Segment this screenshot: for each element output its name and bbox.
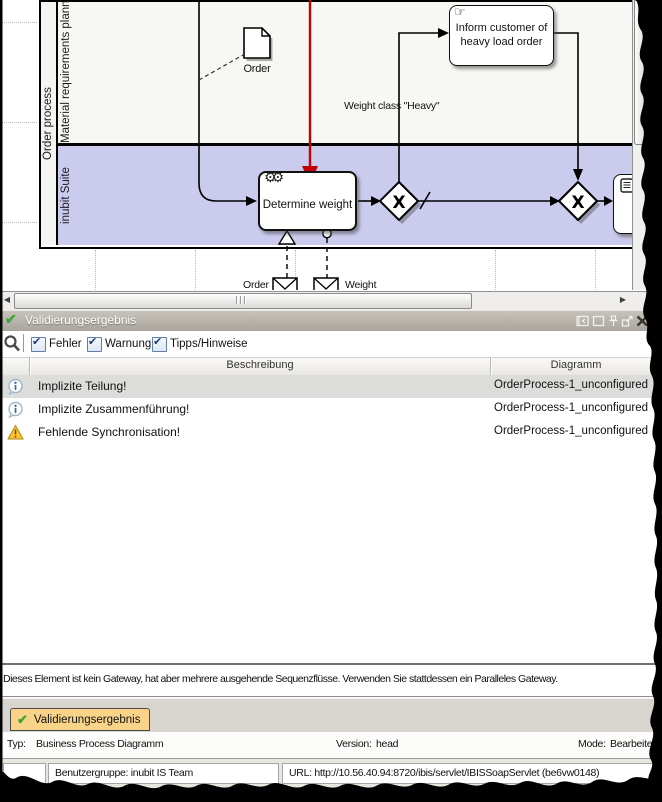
- diagram-status-row: [0, 732, 662, 759]
- filter-bar: [0, 331, 662, 357]
- message-envelope-icon[interactable]: [272, 277, 298, 290]
- column-separator[interactable]: [490, 357, 492, 375]
- lane-divider: [58, 143, 635, 146]
- mode-value: Bearbeiten: [610, 738, 658, 750]
- grid-line: [2, 22, 37, 23]
- checkbox-tipps[interactable]: ✔: [152, 336, 167, 352]
- column-header-diagramm[interactable]: Diagramm: [550, 359, 602, 371]
- row-beschreibung: Fehlende Synchronisation!: [38, 425, 181, 439]
- gateway-x-icon: X: [571, 193, 584, 213]
- task-inform-customer[interactable]: ☞ Inform customer of heavy load order: [449, 5, 554, 66]
- arrowhead: [550, 196, 560, 206]
- detail-message: Dieses Element ist kein Gateway, hat abe…: [3, 673, 558, 685]
- flow-heavy: [398, 32, 438, 183]
- typ-label: Typ:: [7, 738, 26, 750]
- flow-condition-label: Weight class "Heavy": [344, 100, 440, 112]
- table-row[interactable]: Implizite Teilung! OrderProcess-1_unconf…: [0, 375, 662, 398]
- grid-line: [195, 250, 196, 290]
- sequence-flows: X X: [198, 0, 613, 290]
- search-icon[interactable]: [3, 334, 21, 353]
- row-diagramm: OrderProcess-1_unconfigured: [494, 402, 649, 414]
- manual-task-hand-icon: ☞: [454, 5, 466, 20]
- close-icon[interactable]: [636, 315, 649, 327]
- xor-gateway-2[interactable]: X: [558, 181, 600, 224]
- xor-gateway-1[interactable]: X: [379, 181, 421, 224]
- checkmark-icon: ✔: [32, 336, 42, 348]
- horizontal-scrollbar-thumb[interactable]: [14, 293, 472, 309]
- service-task-gears-icon: ⚙⚙: [264, 170, 284, 186]
- flow-into-determine: [198, 0, 246, 202]
- info-icon: [8, 378, 23, 395]
- table-row[interactable]: Implizite Zusammenführung! OrderProcess-…: [0, 398, 662, 421]
- typ-value: Business Process Diagramm: [36, 738, 164, 750]
- column-separator[interactable]: [29, 357, 31, 375]
- checkmark-icon: ✔: [88, 336, 98, 348]
- maximize-icon[interactable]: [592, 315, 605, 327]
- scroll-right-button[interactable]: ▶: [619, 295, 627, 304]
- arrowhead: [604, 196, 613, 206]
- arrowhead: [371, 196, 381, 206]
- grid-line: [2, 222, 37, 223]
- bpmn-canvas[interactable]: Order process Material requirements plan…: [0, 0, 662, 290]
- row-diagramm: OrderProcess-1_unconfigured: [494, 379, 649, 391]
- mode-label: Mode:: [578, 738, 606, 750]
- arrowhead: [573, 169, 583, 181]
- vertical-scrollbar-thumb[interactable]: [634, 0, 648, 145]
- message-label-left: Order: [243, 279, 269, 290]
- status-segment-url: URL: http://10.56.40.94:8720/ibis/servle…: [282, 763, 659, 784]
- table-row[interactable]: Fehlende Synchronisation! OrderProcess-1…: [0, 421, 662, 444]
- data-object-order-icon[interactable]: [243, 27, 273, 61]
- task-label: Determine weight: [262, 199, 353, 212]
- version-value: head: [376, 738, 399, 750]
- arrowhead: [438, 28, 449, 38]
- checkbox-warnung-label[interactable]: Warnung: [105, 338, 152, 350]
- checkmark-icon: ✔: [153, 336, 163, 348]
- task-label: Inform customer of heavy load order: [455, 22, 548, 48]
- dock-left-icon[interactable]: [576, 315, 589, 327]
- checkbox-tipps-label[interactable]: Tipps/Hinweise: [170, 338, 248, 350]
- grid-line: [495, 250, 496, 290]
- default-flow-slash: [419, 191, 431, 210]
- bpmn-pool[interactable]: [39, 0, 637, 249]
- scrollbar-grip: [236, 296, 248, 304]
- grid-line: [595, 250, 596, 290]
- order-doc-label: Order: [243, 63, 271, 75]
- version-label: Version:: [336, 738, 372, 750]
- gateway-x-icon: X: [392, 193, 405, 213]
- task-determine-weight[interactable]: ⚙⚙ Determine weight: [258, 171, 357, 231]
- tab-validierungsergebnis[interactable]: ✔ Validierungsergebnis: [10, 708, 151, 731]
- column-header-beschreibung[interactable]: Beschreibung: [226, 359, 294, 371]
- checkbox-warnung[interactable]: ✔: [87, 336, 102, 352]
- grid-line: [95, 250, 96, 290]
- scroll-left-button[interactable]: ◀: [3, 295, 11, 304]
- document-lines-icon: [620, 178, 634, 193]
- status-segment-usergroup: Benutzergruppe: inubit IS Team: [48, 763, 279, 784]
- message-label-right: Weight: [345, 279, 377, 290]
- row-beschreibung: Implizite Zusammenführung!: [38, 402, 190, 416]
- message-envelope-icon[interactable]: [313, 277, 339, 290]
- separator: [23, 334, 24, 352]
- arrowhead: [246, 196, 257, 206]
- panel-title: Validierungsergebnis: [25, 313, 137, 327]
- tab-label: Validierungsergebnis: [33, 713, 141, 726]
- row-beschreibung: Implizite Teilung!: [38, 379, 127, 393]
- pin-icon[interactable]: [607, 315, 620, 327]
- pool-label-column: [41, 2, 58, 245]
- message-flow-arrowhead: [277, 229, 297, 245]
- grid-line: [2, 122, 37, 123]
- info-icon: [8, 401, 23, 418]
- validation-panel-header: [0, 310, 662, 332]
- undock-window-icon[interactable]: [621, 315, 634, 327]
- checkbox-fehler-label[interactable]: Fehler: [49, 338, 82, 350]
- detail-message-bar: [0, 663, 662, 697]
- row-diagramm: OrderProcess-1_unconfigured: [494, 425, 649, 437]
- grid-line: [295, 250, 296, 290]
- tab-check-icon: ✔: [17, 711, 28, 727]
- validation-check-icon: ✔: [5, 311, 17, 327]
- association-order: [198, 54, 244, 81]
- checkbox-fehler[interactable]: ✔: [31, 336, 46, 352]
- flow-inform-to-gateway: [549, 32, 579, 169]
- warning-icon: [7, 424, 24, 440]
- status-segment-empty: [3, 763, 46, 784]
